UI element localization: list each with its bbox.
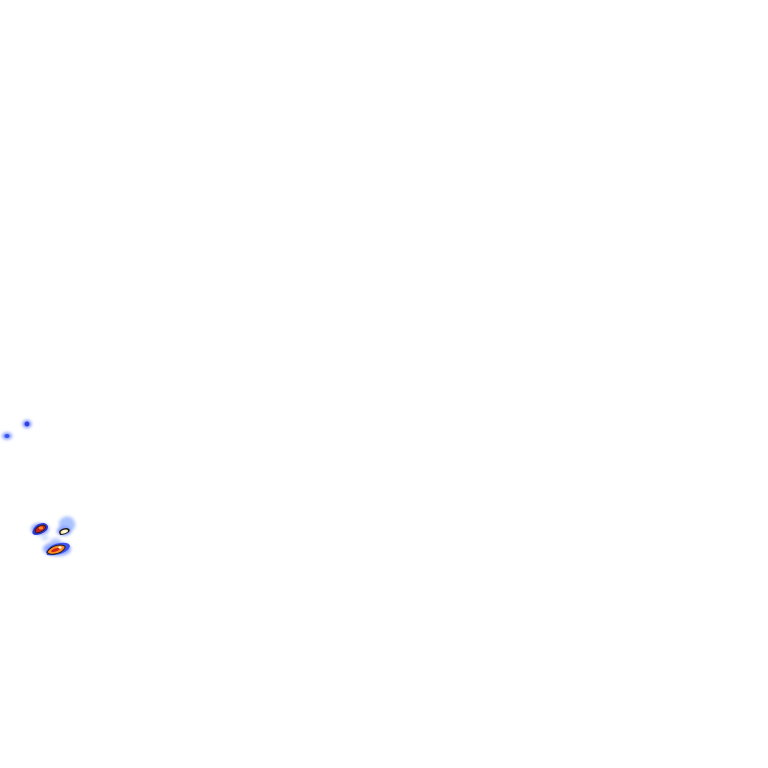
radar-echo-cell-center xyxy=(57,526,71,536)
radar-echo-small-northwest xyxy=(22,420,32,428)
radar-echo-cell-south xyxy=(43,542,71,556)
radar-echo-cell-west xyxy=(31,523,49,535)
radar-echo-small-west xyxy=(2,432,12,440)
